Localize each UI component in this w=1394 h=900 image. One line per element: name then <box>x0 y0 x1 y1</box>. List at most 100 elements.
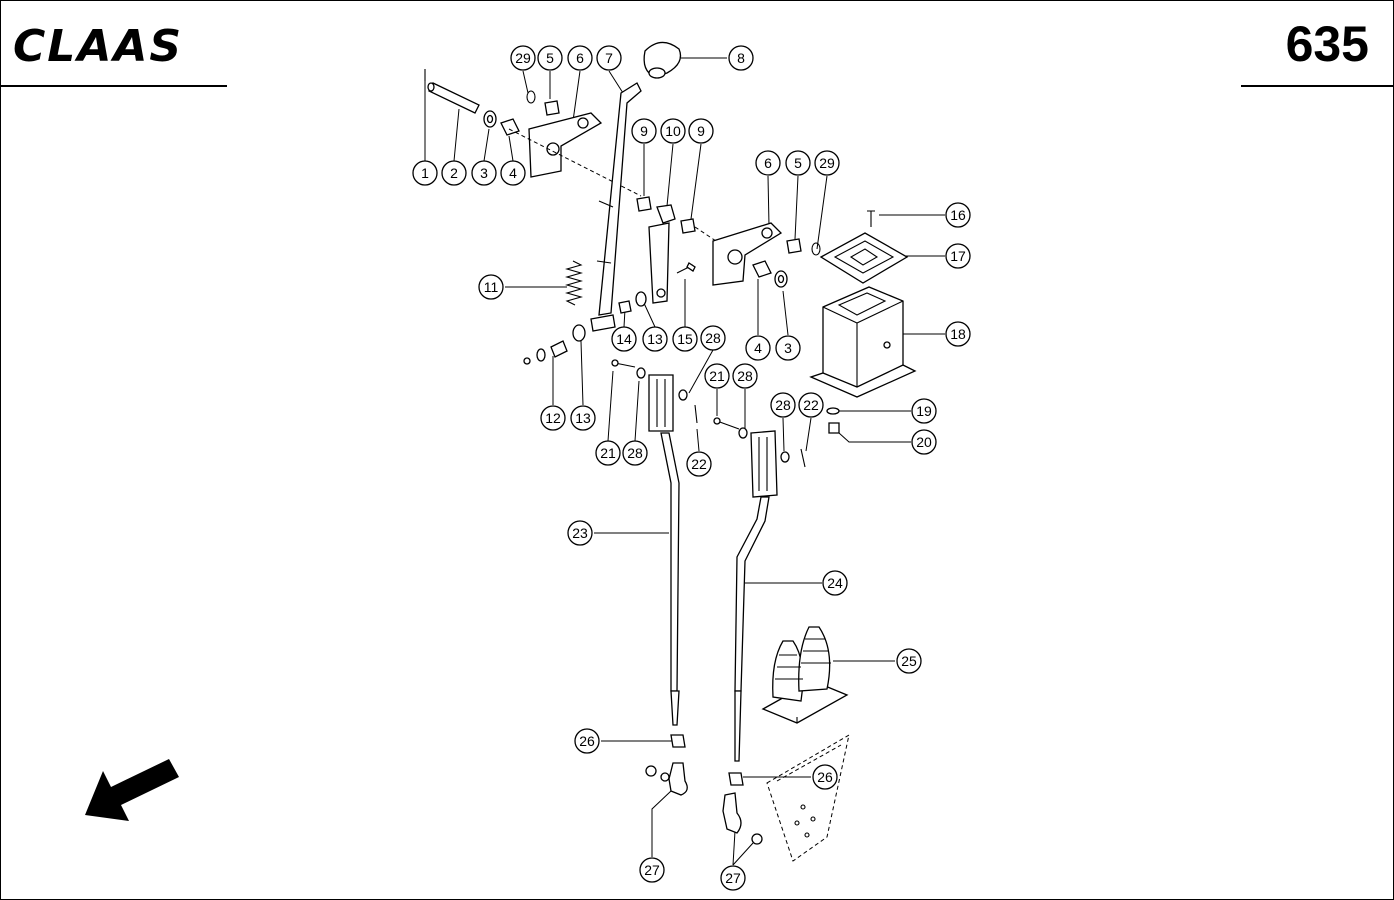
callout-circle <box>745 335 771 361</box>
callout-circle <box>822 570 848 596</box>
part-shaft-2 <box>427 82 480 114</box>
part-ball-joint-27 <box>645 762 688 796</box>
callout-28: 28 <box>770 392 796 418</box>
callout-label: 18 <box>950 326 966 342</box>
callout-label: 4 <box>754 340 762 356</box>
callout-17: 17 <box>945 243 971 269</box>
callout-circle <box>441 160 467 186</box>
callout-circle <box>728 45 754 71</box>
callout-6: 6 <box>755 150 781 176</box>
part-nut-26 <box>670 734 686 748</box>
part-washer-19 <box>826 407 840 415</box>
callout-label: 26 <box>579 733 595 749</box>
callout-20: 20 <box>911 429 937 455</box>
callout-14: 14 <box>611 326 637 352</box>
part-pin-22 <box>694 404 698 424</box>
callout-label: 28 <box>705 330 721 346</box>
callout-label: 22 <box>691 456 707 472</box>
part-circlip-29b <box>811 242 821 256</box>
callout-label: 23 <box>572 525 588 541</box>
part-gaiter-boots-25 <box>761 626 849 724</box>
callout-circle <box>537 45 563 71</box>
part-spring-11 <box>564 260 584 306</box>
callout-23: 23 <box>567 520 593 546</box>
callout-circle <box>814 150 840 176</box>
callout-label: 22 <box>803 397 819 413</box>
callout-circle <box>471 160 497 186</box>
callout-circle <box>574 728 600 754</box>
callout-circle <box>785 150 811 176</box>
callout-label: 14 <box>616 331 632 347</box>
callout-label: 19 <box>916 403 932 419</box>
callout-label: 3 <box>480 165 488 181</box>
callout-22: 22 <box>686 451 712 477</box>
callout-circle <box>672 326 698 352</box>
callout-circle <box>570 405 596 431</box>
callout-label: 11 <box>484 279 499 295</box>
callout-circle <box>896 648 922 674</box>
callout-5: 5 <box>537 45 563 71</box>
callout-circle <box>812 764 838 790</box>
part-gear-lever-7 <box>590 82 642 332</box>
callout-label: 28 <box>737 368 753 384</box>
part-washer-28b <box>780 451 790 463</box>
callout-21: 21 <box>595 440 621 466</box>
part-bracket-6 <box>508 112 642 197</box>
part-bushing-14 <box>618 300 632 314</box>
callout-circle <box>798 392 824 418</box>
callout-21: 21 <box>704 363 730 389</box>
callout-label: 8 <box>737 50 745 66</box>
callout-circle <box>911 429 937 455</box>
callout-label: 26 <box>817 769 833 785</box>
callout-7: 7 <box>596 45 622 71</box>
callout-label: 2 <box>450 165 458 181</box>
part-mounting-plate <box>766 733 850 862</box>
callout-circle <box>642 326 668 352</box>
callout-3: 3 <box>775 335 801 361</box>
callout-label: 6 <box>764 155 772 171</box>
callout-label: 21 <box>709 368 725 384</box>
callout-circle <box>500 160 526 186</box>
callout-10: 10 <box>660 118 686 144</box>
callout-9: 9 <box>688 118 714 144</box>
callout-circle <box>567 520 593 546</box>
callout-label: 12 <box>545 410 561 426</box>
callout-26: 26 <box>574 728 600 754</box>
callout-circle <box>686 451 712 477</box>
part-clevis-rod-24 <box>734 430 778 762</box>
part-knob-8 <box>643 41 682 79</box>
callout-label: 10 <box>665 123 681 139</box>
callout-label: 28 <box>775 397 791 413</box>
callout-label: 13 <box>647 331 663 347</box>
callout-circle <box>720 865 746 891</box>
callout-28: 28 <box>622 440 648 466</box>
callout-label: 28 <box>627 445 643 461</box>
part-bushing-4 <box>500 118 520 136</box>
callout-label: 24 <box>827 575 843 591</box>
callout-circle <box>478 274 504 300</box>
part-screw-20 <box>828 422 840 434</box>
callout-circle <box>510 45 536 71</box>
callout-label: 17 <box>950 248 966 264</box>
callout-circle <box>700 325 726 351</box>
callout-15: 15 <box>672 326 698 352</box>
callout-label: 7 <box>605 50 613 66</box>
callout-circle <box>622 440 648 466</box>
callout-circle <box>611 326 637 352</box>
part-bolt-21 <box>611 359 646 379</box>
callout-circle <box>770 392 796 418</box>
callout-circle <box>732 363 758 389</box>
callout-3: 3 <box>471 160 497 186</box>
part-screw-16 <box>867 210 875 227</box>
callout-18: 18 <box>945 321 971 347</box>
part-bracket-6b <box>712 222 783 286</box>
callout-circle <box>945 202 971 228</box>
callout-2: 2 <box>441 160 467 186</box>
part-washer-13 <box>635 291 647 307</box>
callout-label: 16 <box>950 207 966 223</box>
callout-label: 13 <box>575 410 591 426</box>
callout-label: 15 <box>677 331 693 347</box>
